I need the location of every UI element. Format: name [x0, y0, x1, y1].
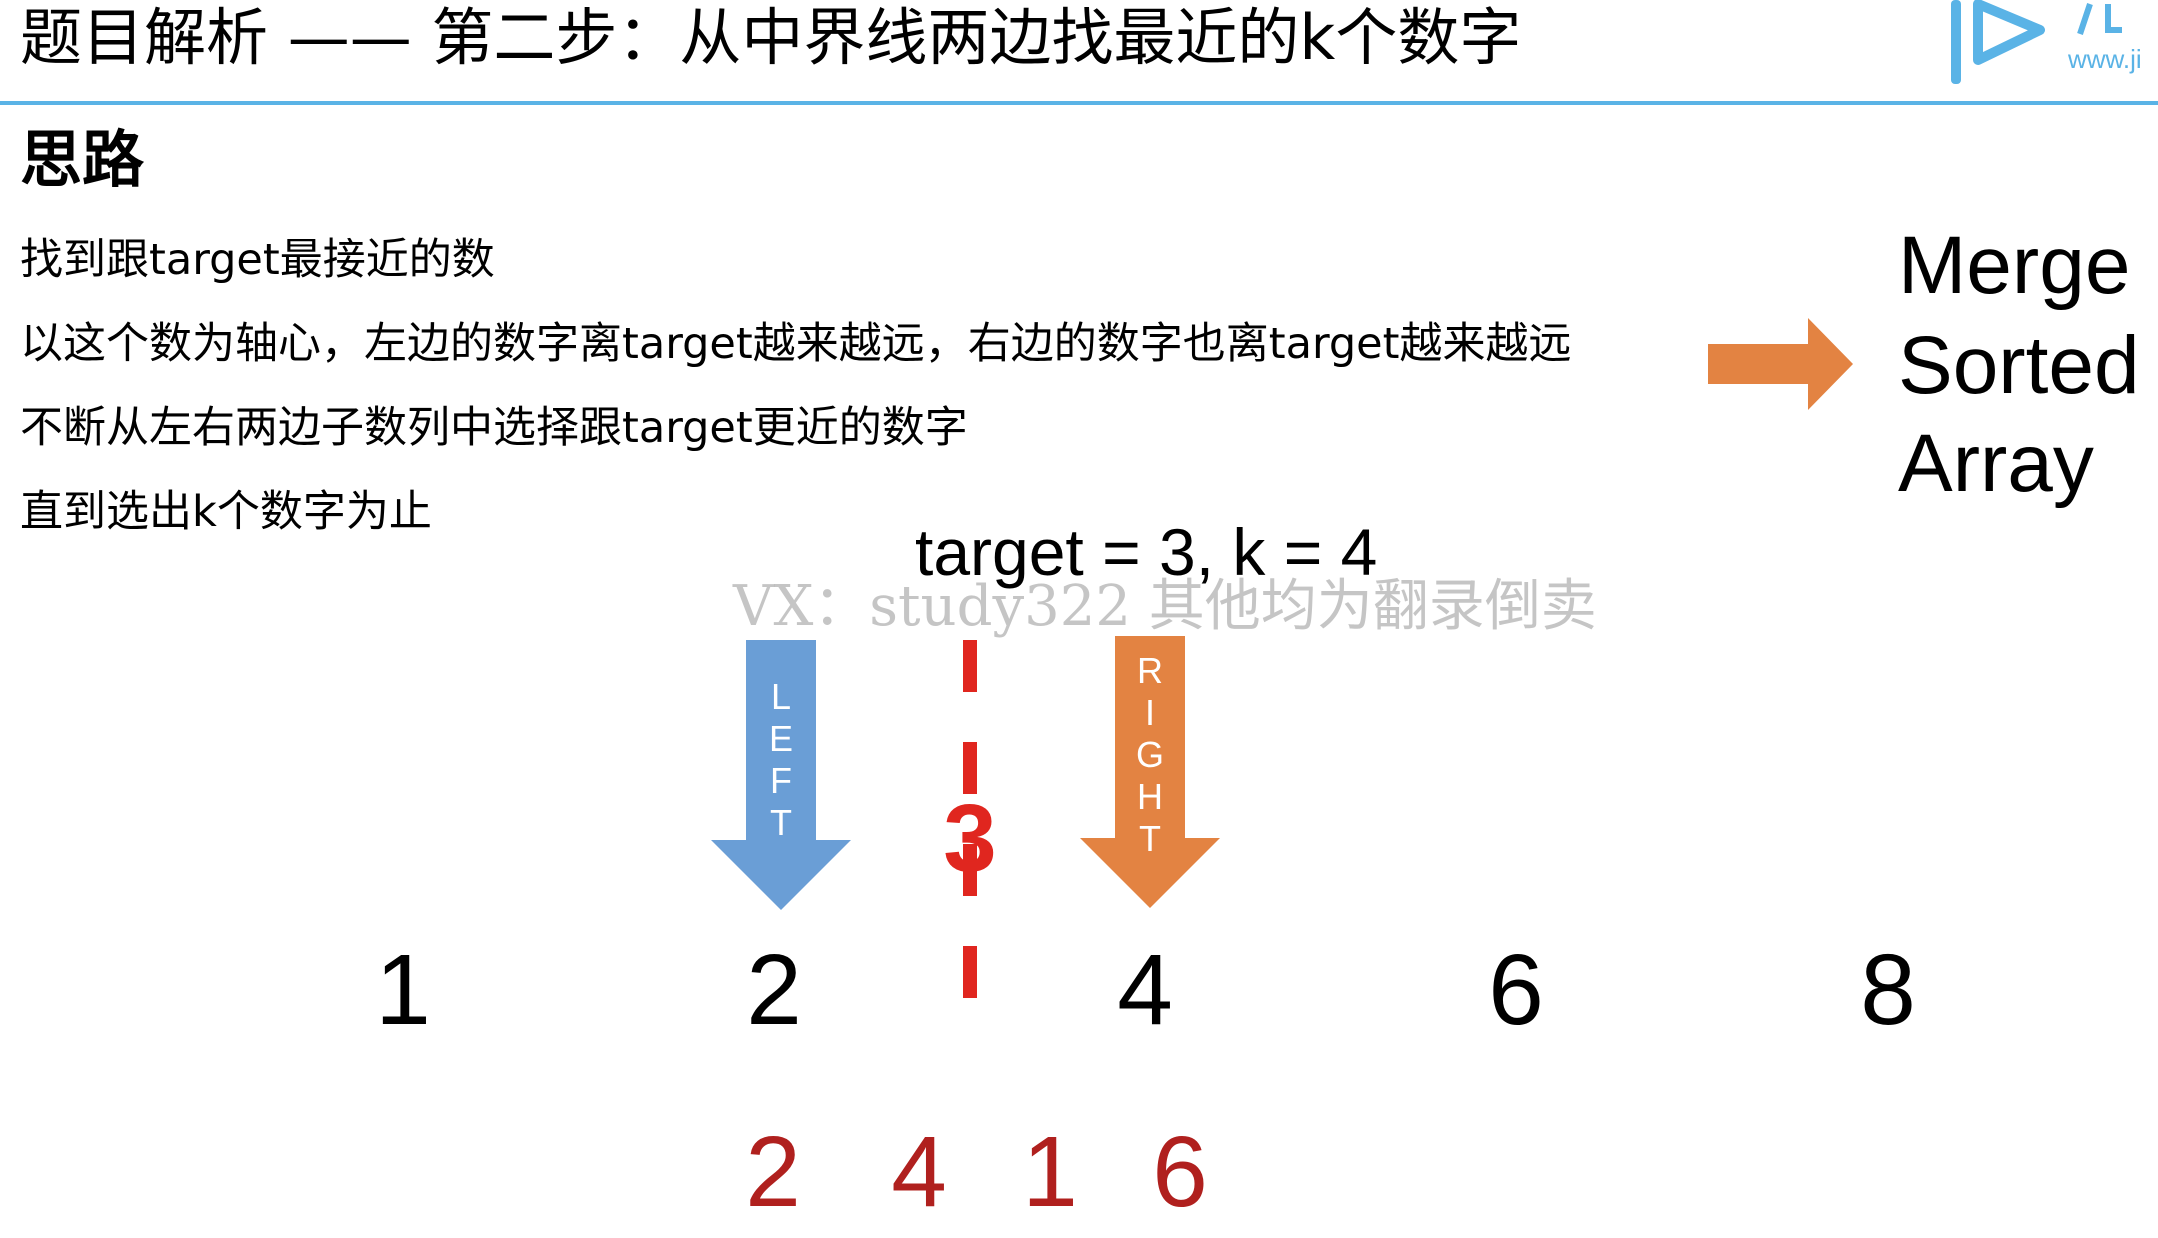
result-item-4: 6: [1152, 1116, 1208, 1228]
target-value: 3: [943, 785, 997, 892]
right-letter-t: T: [1139, 818, 1161, 859]
array-label: Array: [1898, 418, 2094, 509]
bullet-1: 找到跟target最接近的数: [20, 235, 495, 285]
right-letter-i: I: [1144, 692, 1155, 733]
right-letter-r: R: [1137, 650, 1163, 691]
right-arrow-icon: [1708, 318, 1853, 410]
target-k-params: target = 3, k = 4: [915, 515, 1378, 589]
result-item-1: 2: [745, 1116, 801, 1228]
slide-title: 题目解析 —— 第二步：从中界线两边找最近的k个数字: [20, 1, 1522, 74]
left-letter-e: E: [768, 718, 793, 759]
array-item-5: 8: [1860, 934, 1916, 1046]
right-letter-h: H: [1137, 776, 1163, 817]
array-item-3: 4: [1117, 934, 1173, 1046]
left-pointer-arrow: [711, 640, 851, 910]
bullet-3: 不断从左右两边子数列中选择跟target更近的数字: [20, 403, 968, 453]
result-item-2: 4: [891, 1116, 947, 1228]
bullet-2: 以这个数为轴心，左边的数字离target越来越远，右边的数字也离target越来…: [20, 319, 1572, 369]
section-heading: 思路: [20, 123, 145, 196]
logo-url: www.ji: [2068, 44, 2142, 74]
logo-mark-icon: [1951, 0, 2122, 84]
left-letter-t: T: [770, 802, 792, 843]
array-item-1: 1: [375, 934, 431, 1046]
divider-dashed-line: [963, 640, 977, 1030]
brand-logo: [1940, 0, 2158, 90]
right-pointer-arrow: [1080, 636, 1220, 908]
left-letter-l: L: [770, 676, 792, 717]
sorted-label: Sorted: [1898, 320, 2140, 411]
array-item-2: 2: [746, 934, 802, 1046]
bullet-4: 直到选出k个数字为止: [20, 487, 432, 537]
merge-label: Merge: [1898, 220, 2131, 311]
watermark: VX：study322 其他均为翻录倒卖: [733, 574, 1597, 639]
left-letter-f: F: [770, 760, 792, 801]
title-divider: [0, 101, 2158, 105]
array-item-4: 6: [1488, 934, 1544, 1046]
result-item-3: 1: [1022, 1116, 1078, 1228]
right-letter-g: G: [1135, 734, 1164, 775]
